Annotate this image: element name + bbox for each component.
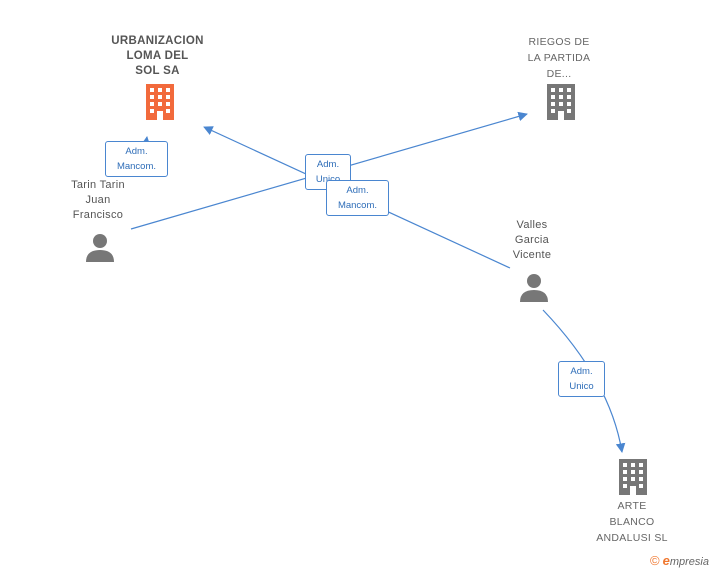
edge-label-line: Adm. [346,185,369,196]
edge-label-valles-arte[interactable]: Adm. Unico [558,361,605,397]
building-icon[interactable] [144,84,176,120]
company-label-riegos[interactable]: RIEGOS DE LA PARTIDA DE... [500,34,618,82]
label-line: URBANIZACION [111,35,204,47]
label-line: Francisco [72,209,124,221]
copyright-symbol: © [650,553,660,568]
edge-label-line: Adm. [316,159,340,170]
person-icon[interactable] [85,232,115,262]
label-line: Garcia [514,234,550,246]
person-icon[interactable] [519,272,549,302]
edge-label-line: Mancom. [116,161,157,172]
edge-label-line: Unico [569,381,594,392]
edge-label-valles-urbanizacion[interactable]: Adm. Mancom. [326,180,389,216]
label-line: LA PARTIDA [527,52,591,64]
label-line: Vicente [512,249,552,261]
label-line: ANDALUSI SL [596,532,668,544]
label-line: DE... [546,68,572,80]
label-line: ARTE [617,500,647,512]
building-icon[interactable] [545,84,577,120]
label-line: RIEGOS DE [528,36,590,48]
building-icon[interactable] [617,459,649,495]
edge-label-line: Adm. [570,366,593,377]
person-label-valles[interactable]: Valles Garcia Vicente [482,218,582,263]
label-line: Juan [85,194,111,206]
brand-initial: e [662,553,670,568]
edge-label-line: Mancom. [337,200,378,211]
label-line: SOL SA [135,65,180,77]
company-label-urbanizacion[interactable]: URBANIZACION LOMA DEL SOL SA [95,34,220,79]
label-line: LOMA DEL [126,50,189,62]
edge-label-line: Unico [310,172,346,187]
label-line: Valles [516,219,548,231]
label-line: Tarin Tarin [71,179,125,191]
person-label-tarin[interactable]: Tarin Tarin Juan Francisco [48,178,148,223]
empresia-logo[interactable]: ©empresia [650,553,709,568]
edge-label-line: Adm. [125,146,148,157]
label-line: BLANCO [609,516,655,528]
company-label-arte[interactable]: ARTE BLANCO ANDALUSI SL [582,498,682,546]
brand-name: mpresia [669,556,709,568]
edge-label-tarin-urbanizacion[interactable]: Adm. Mancom. [105,141,168,177]
